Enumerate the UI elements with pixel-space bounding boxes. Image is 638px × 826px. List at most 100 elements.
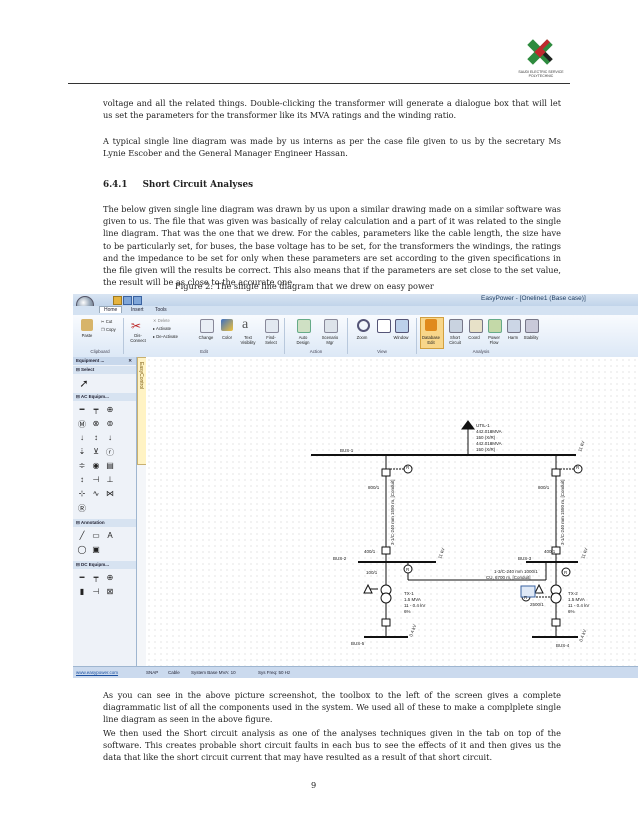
stability-icon xyxy=(525,319,539,333)
deactivate-button[interactable]: ▸ De-Activate xyxy=(153,334,178,339)
ups-icon[interactable]: ⋈ xyxy=(106,489,114,498)
battery-icon[interactable]: ▮ xyxy=(79,587,85,596)
generator-icon[interactable]: ⊚ xyxy=(106,419,114,428)
switch-icon[interactable]: ⊻ xyxy=(93,447,99,456)
power-flow-button[interactable]: Power Flow xyxy=(488,335,500,345)
ellipse-icon[interactable]: ◯ xyxy=(77,545,87,554)
group-clipboard: Clipboard xyxy=(90,349,110,354)
tx2-rating: 1.5 MVA xyxy=(568,597,585,602)
util-line-1: 442.018MVA xyxy=(476,429,502,434)
snap-indicator[interactable]: SNAP xyxy=(146,670,159,675)
window-button[interactable]: Window xyxy=(393,335,409,340)
save-icon[interactable] xyxy=(113,296,122,305)
activate-button[interactable]: ▸ Activate xyxy=(153,326,171,331)
ct-2500: 2500/1 xyxy=(530,602,544,607)
source-icon[interactable]: ⊕ xyxy=(106,405,114,414)
find-select-button[interactable]: Find- Select xyxy=(265,335,277,345)
dc-source-icon[interactable]: ⊕ xyxy=(106,573,114,582)
website-link[interactable]: www.easypower.com xyxy=(76,670,119,675)
tx1-name: TX-1 xyxy=(404,591,414,596)
dc-load-icon[interactable]: ⊣ xyxy=(92,587,100,596)
line-icon[interactable]: ╱ xyxy=(79,531,85,540)
cable-mid-1: 1-3/C-240 mm xyxy=(494,569,523,574)
meter-icon[interactable]: ⊹ xyxy=(78,489,86,498)
motor-icon[interactable]: Ⓜ xyxy=(78,420,86,429)
undo-icon[interactable] xyxy=(123,296,132,305)
fuse-icon[interactable]: ↕ xyxy=(94,433,98,442)
dc-bus-icon[interactable]: ━ xyxy=(79,573,85,582)
short-circuit-button[interactable]: Short Circuit xyxy=(449,335,461,345)
bus-icon[interactable]: ━ xyxy=(79,405,85,414)
util-line-3: 442.018MVA xyxy=(476,441,502,446)
cut-button[interactable]: ✂ Cut xyxy=(101,319,113,324)
change-button[interactable]: Change xyxy=(198,335,214,340)
tab-home[interactable]: Home xyxy=(99,306,123,313)
stability-button[interactable]: Stability xyxy=(523,335,539,340)
tab-insert[interactable]: Insert xyxy=(131,307,144,313)
copy-icon: ❐ xyxy=(101,327,105,332)
logo-caption: SAUDI ELECTRIC SERVICE POLYTECHNIC xyxy=(518,70,564,78)
toolbox-annotation-header[interactable]: ⊟ Annotation xyxy=(73,519,136,527)
toolbox-ac-header[interactable]: ⊟ AC Equipm... xyxy=(73,393,136,401)
rectangle-icon[interactable]: ▭ xyxy=(92,531,100,540)
disconnect-icon: ✂ xyxy=(131,319,142,333)
toolbox-dc-header[interactable]: ⊟ DC Equipm... xyxy=(73,561,136,569)
auto-design-icon xyxy=(297,319,311,333)
dc-tee-icon[interactable]: ┯ xyxy=(93,573,99,582)
section-number: 6.4.1 xyxy=(103,180,128,190)
zoom-button[interactable]: Zoom xyxy=(356,335,368,340)
paste-icon xyxy=(81,319,93,331)
relay-tie-right xyxy=(561,567,571,577)
bus-4-label: BUS-4 xyxy=(556,643,570,648)
toolbox-select-header[interactable]: ⊟ Select xyxy=(73,366,136,374)
close-icon[interactable]: ✕ xyxy=(128,358,132,363)
pt-icon[interactable]: ⊣ xyxy=(92,475,100,484)
breaker-tx1 xyxy=(381,618,391,627)
load-icon[interactable]: ↓ xyxy=(80,433,84,442)
database-edit-button[interactable]: Database Edit xyxy=(422,335,440,345)
filter-icon[interactable]: ∿ xyxy=(92,489,100,498)
color-button[interactable]: Color xyxy=(221,335,232,340)
reactor-icon[interactable]: ◉ xyxy=(92,461,100,470)
tab-tools[interactable]: Tools xyxy=(155,307,167,313)
harm-button[interactable]: Harm xyxy=(507,335,519,340)
charger-icon[interactable]: ⊠ xyxy=(106,587,114,596)
text-visibility-button[interactable]: Text Visibility xyxy=(240,335,256,345)
breaker-left-top xyxy=(381,468,391,477)
ribbon: Paste ✂ Cut ❐ Copy Clipboard ✂ Dis- Conn… xyxy=(73,315,638,358)
transformer-icon[interactable]: ⊗ xyxy=(92,419,100,428)
cable-icon[interactable]: ▤ xyxy=(106,461,114,470)
redo-icon[interactable] xyxy=(133,296,142,305)
copy-button[interactable]: ❐ Copy xyxy=(101,327,116,332)
text-icon[interactable]: A xyxy=(107,531,113,540)
text-visibility-icon: a xyxy=(242,317,249,332)
window-icon xyxy=(395,319,409,333)
cable-indicator[interactable]: Cable xyxy=(168,670,180,675)
image-icon[interactable]: ▣ xyxy=(92,545,100,554)
bus-5-kv: 0.4 kV xyxy=(408,624,417,638)
short-circuit-icon xyxy=(449,319,463,333)
paste-button[interactable]: Paste xyxy=(81,333,93,338)
paragraph-5: We then used the Short circuit analysis … xyxy=(103,728,561,763)
ground-icon[interactable]: ⊥ xyxy=(106,475,114,484)
coord-icon xyxy=(469,319,483,333)
capacitor-icon[interactable]: ≑ xyxy=(78,461,86,470)
delete-button[interactable]: ✕ Delete xyxy=(153,318,170,323)
arrow-icon[interactable]: ↓ xyxy=(108,433,112,442)
relay-icon[interactable]: ⓡ xyxy=(106,448,114,457)
breaker-icon[interactable]: ⇣ xyxy=(78,447,86,456)
scenario-mgr-button[interactable]: Scenario Mgr xyxy=(321,335,339,345)
ct-icon[interactable]: ↕ xyxy=(80,475,84,484)
tx1-ground xyxy=(363,583,373,594)
equipment-toolbox: Equipment ...✕ ⊟ Select ➚ ⊟ AC Equipm...… xyxy=(73,357,137,666)
tx2-ground xyxy=(534,583,544,594)
auto-design-button[interactable]: Auto Design xyxy=(296,335,310,345)
oneline-canvas[interactable]: BUS-1 BUS-2 BUS-3 BUS-4 BUS-5 UTIL-1 442… xyxy=(146,357,638,666)
group-view: View xyxy=(377,349,387,354)
node-icon[interactable]: Ⓡ xyxy=(78,504,86,513)
find-select-icon xyxy=(265,319,279,333)
coord-button[interactable]: Coord xyxy=(468,335,480,340)
pointer-icon[interactable]: ➚ xyxy=(79,378,89,390)
disconnect-button[interactable]: Dis- Connect xyxy=(130,333,146,343)
tee-icon[interactable]: ┯ xyxy=(93,405,99,414)
